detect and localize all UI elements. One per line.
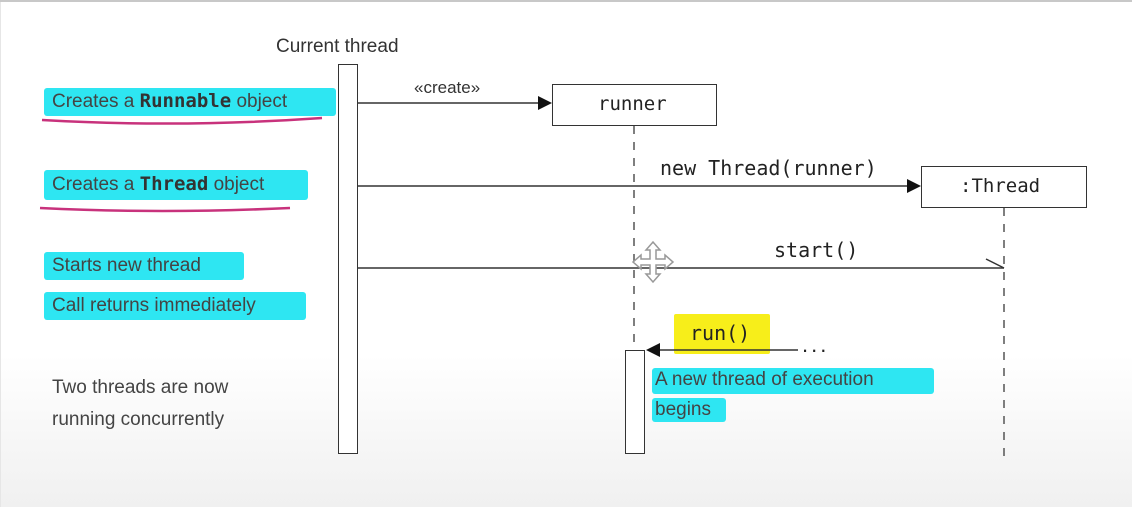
- note-new-exec-2: begins: [655, 399, 711, 420]
- note-new-exec-1: A new thread of execution: [655, 369, 874, 390]
- note-concurrent-1: Two threads are now: [52, 377, 229, 398]
- top-border: [0, 0, 1132, 2]
- note-starts: Starts new thread: [52, 255, 201, 276]
- runner-label: runner: [598, 93, 667, 115]
- runner-box: [552, 84, 717, 126]
- start-arrowhead: [985, 258, 1005, 269]
- create-arrowhead: [538, 96, 552, 110]
- note-thread-code: Thread: [139, 173, 209, 195]
- run-arrowhead: [646, 343, 660, 357]
- note-runnable-suffix: object: [231, 91, 288, 112]
- note-runnable: Creates a Runnable object: [52, 90, 287, 113]
- current-thread-activation: [338, 64, 358, 454]
- thread-box: [921, 166, 1087, 208]
- note-returns: Call returns immediately: [52, 295, 256, 316]
- note-concurrent-2: running concurrently: [52, 409, 225, 430]
- highlight-new-exec-2: [652, 398, 726, 422]
- note-thread-prefix: Creates a: [52, 174, 140, 195]
- note-runnable-prefix: Creates a: [52, 91, 140, 112]
- runner-activation: [625, 350, 645, 454]
- underline-runnable: [41, 116, 323, 125]
- run-message-label: run(): [690, 321, 751, 345]
- highlight-new-exec-1: [652, 368, 934, 394]
- run-source-dots: ...: [802, 332, 830, 357]
- note-thread: Creates a Thread object: [52, 173, 264, 196]
- note-runnable-code: Runnable: [139, 90, 232, 112]
- highlight-thread: [44, 170, 308, 200]
- underline-thread: [39, 206, 291, 213]
- highlight-run: [674, 314, 770, 354]
- highlight-starts: [44, 252, 244, 280]
- start-message-label: start(): [774, 238, 859, 262]
- highlight-runnable: [44, 88, 336, 116]
- new-thread-message-label: new Thread(runner): [660, 156, 877, 180]
- new-thread-arrowhead: [907, 179, 921, 193]
- thread-label: :Thread: [960, 175, 1041, 197]
- create-message-label: «create»: [414, 78, 481, 97]
- current-thread-label: Current thread: [276, 36, 399, 57]
- highlight-returns: [44, 292, 306, 320]
- note-thread-suffix: object: [208, 174, 265, 195]
